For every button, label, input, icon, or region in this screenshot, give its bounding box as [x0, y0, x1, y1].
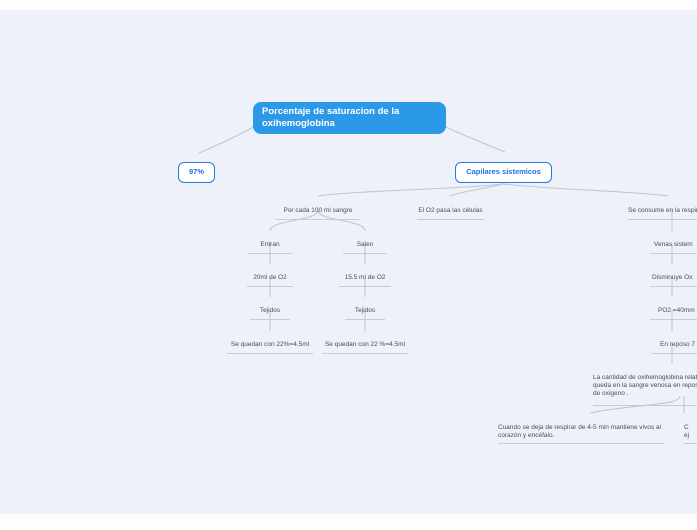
note-line: La cantidad de oxihemoglobina relat [593, 374, 697, 381]
node-se-quedan-22-salen[interactable]: Se quedan con 22 %=4.5ml [322, 341, 408, 354]
node-el-o2-pasa-las-celulas[interactable]: El O2 pasa las células [417, 207, 484, 220]
node-cantidad-oxihemoglobina[interactable]: La cantidad de oxihemoglobina relat qued… [593, 374, 697, 406]
node-15-5-ml-de-o2[interactable]: 15.5 ml de O2 [339, 274, 391, 287]
node-se-quedan-22-entran[interactable]: Se quedan con 22%=4.5ml [227, 341, 313, 354]
note-line: Cuando se deja de respirar de 4-5 min ma… [498, 424, 661, 431]
node-salen[interactable]: Salen [343, 241, 387, 254]
node-se-consume-en-la-respiracion[interactable]: Se consume en la respir [628, 207, 697, 220]
node-tejidos-entran[interactable]: Tejidos [250, 307, 290, 320]
note-line: ej [684, 432, 690, 439]
note-line: de oxigeno . [593, 390, 629, 397]
mindmap-canvas[interactable]: Porcentaje de saturacion de la oxihemogl… [0, 10, 697, 514]
node-por-cada-100ml-sangre[interactable]: Por cada 100 ml sangre [276, 207, 360, 220]
note-line: corazón y encéfalo. [498, 432, 555, 439]
note-line: queda en la sangre venosa en repos [593, 382, 697, 389]
node-disminuye-ox[interactable]: Disminuye Ox [650, 274, 697, 287]
node-tejidos-salen[interactable]: Tejidos [345, 307, 385, 320]
node-capilares-sistemicos[interactable]: Capilares sistemicos [455, 162, 552, 183]
node-en-reposo[interactable]: En reposo 7 [652, 341, 697, 354]
node-entran[interactable]: Entran [248, 241, 292, 254]
node-clipped-right-edge[interactable]: C ej [684, 424, 697, 444]
root-topic-node[interactable]: Porcentaje de saturacion de la oxihemogl… [253, 102, 446, 134]
note-line: C [684, 424, 689, 431]
node-cuando-se-deja-de-respirar[interactable]: Cuando se deja de respirar de 4-5 min ma… [498, 424, 664, 444]
node-po2-40mm[interactable]: PO2 =40mm [650, 307, 697, 320]
node-20ml-de-o2[interactable]: 20ml de O2 [247, 274, 293, 287]
node-venas-sistemicas[interactable]: Venas sistem [650, 241, 697, 254]
node-97-percent[interactable]: 97% [178, 162, 215, 183]
